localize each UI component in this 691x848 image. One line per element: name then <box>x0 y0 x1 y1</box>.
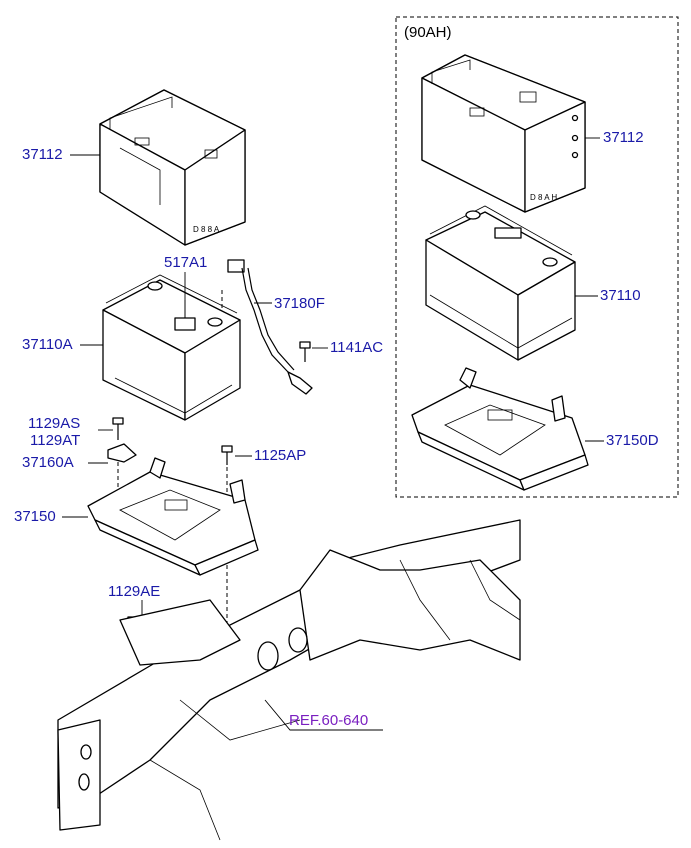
label-517a1: 517A1 <box>164 254 208 271</box>
label-37160a: 37160A <box>22 454 74 471</box>
bolt-1141ac <box>299 341 311 362</box>
label-1125ap: 1125AP <box>254 447 307 464</box>
svg-text:D 8 8 A: D 8 8 A <box>193 225 220 234</box>
bolt-1125ap <box>221 445 233 630</box>
battery-left <box>102 274 241 421</box>
battery-tray-right: D 8 A H <box>421 54 586 213</box>
battery-right <box>425 205 576 361</box>
label-37180f: 37180F <box>274 295 325 312</box>
label-1129as: 1129AS <box>28 415 81 432</box>
reference-link[interactable]: REF.60-640 <box>289 712 369 729</box>
battery-bracket-right <box>411 367 589 491</box>
label-37150d: 37150D <box>606 432 659 449</box>
battery-cable <box>221 259 313 395</box>
svg-text:D 8 A H: D 8 A H <box>530 193 557 202</box>
label-37112-right: 37112 <box>603 129 644 146</box>
battery-bracket-left <box>87 457 259 576</box>
label-1129ae: 1129AE <box>108 583 161 600</box>
label-37110a: 37110A <box>22 336 73 353</box>
90ah-box-title: (90AH) <box>404 24 452 41</box>
90ah-option-box <box>395 16 679 498</box>
label-37110: 37110 <box>600 287 641 304</box>
vehicle-frame <box>57 519 521 841</box>
label-37112-left: 37112 <box>22 146 63 163</box>
label-37150: 37150 <box>14 508 56 525</box>
label-1129at: 1129AT <box>30 432 81 449</box>
battery-tray-left: D 8 8 A <box>99 89 246 246</box>
bolt-1129as <box>112 417 124 440</box>
label-1141ac: 1141AC <box>330 339 384 356</box>
